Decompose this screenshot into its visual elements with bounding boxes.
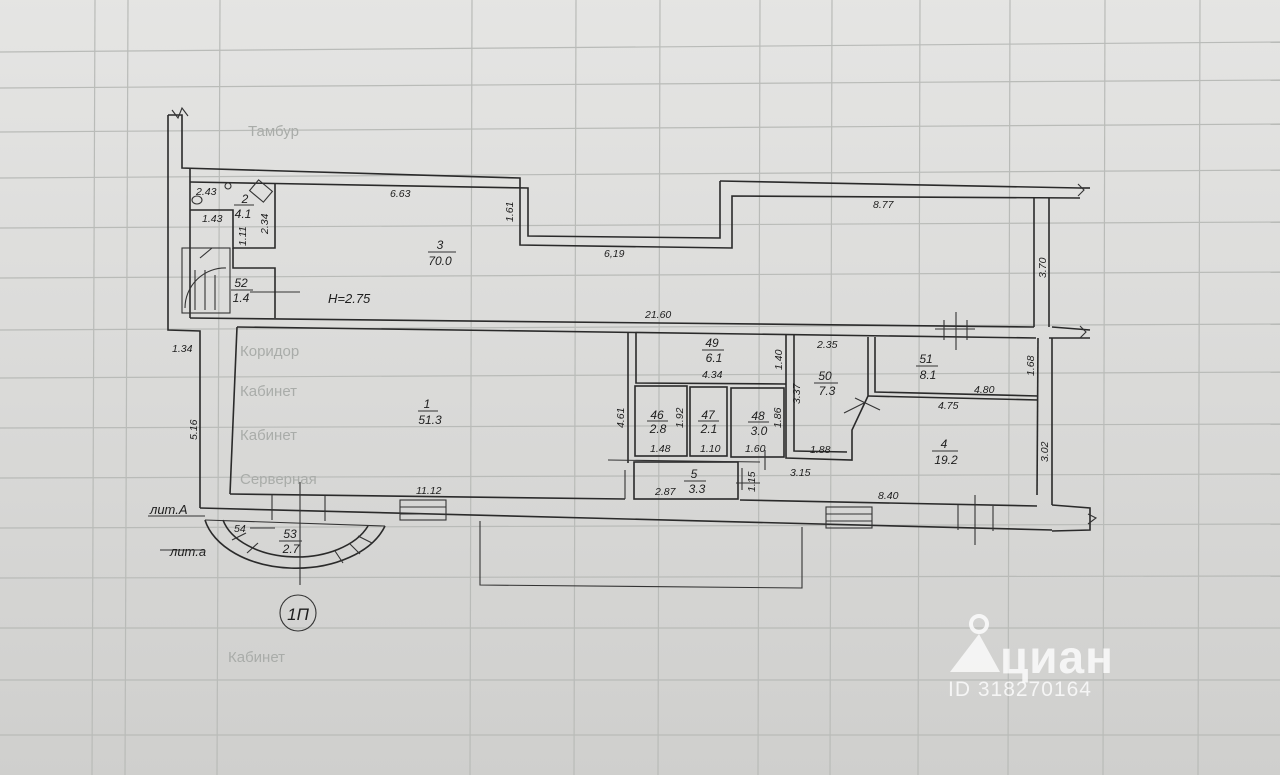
dim-1-61: 1.61 bbox=[504, 202, 516, 222]
dim-1-88: 1.88 bbox=[810, 444, 831, 456]
room-5-area: 3.3 bbox=[689, 482, 706, 496]
lit-A-label: лит.А bbox=[149, 502, 188, 517]
dim-3-37: 3.37 bbox=[791, 382, 803, 404]
dim-1-48: 1.48 bbox=[650, 443, 671, 455]
room-5-number: 5 bbox=[691, 467, 698, 481]
room-2-area: 4.1 bbox=[235, 207, 252, 221]
lit-a-label: лит.а bbox=[169, 544, 206, 559]
background-text: Тамбур Коридор Кабинет Кабинет Серверная… bbox=[228, 123, 317, 666]
dim-1-86: 1.86 bbox=[772, 407, 784, 428]
dim-3-02: 3.02 bbox=[1039, 441, 1051, 462]
room-49-number: 49 bbox=[705, 336, 719, 350]
dim-1-10: 1.10 bbox=[700, 443, 721, 455]
bg-text-1: Тамбур bbox=[248, 123, 299, 140]
dim-1-60: 1.60 bbox=[745, 443, 766, 455]
wc-stair-block bbox=[181, 179, 276, 318]
dim-4-80: 4.80 bbox=[974, 384, 995, 396]
dim-8-40: 8.40 bbox=[878, 490, 899, 502]
floor-marker-circle bbox=[279, 594, 317, 632]
interior-partitions bbox=[607, 332, 1039, 500]
bg-text-4: Кабинет bbox=[240, 427, 297, 444]
bg-text-5: Серверная bbox=[240, 471, 317, 488]
room-48-area: 3.0 bbox=[751, 424, 768, 438]
room-53-number: 53 bbox=[283, 527, 297, 541]
dim-21-60: 21.60 bbox=[644, 309, 671, 321]
room-52-area: 1.4 bbox=[233, 291, 250, 305]
cian-logo-icon bbox=[950, 614, 1000, 672]
room-4-area: 19.2 bbox=[934, 453, 958, 467]
room-51-number: 51 bbox=[919, 352, 932, 366]
room-1-number: 1 bbox=[424, 397, 431, 411]
room-3-area: 70.0 bbox=[428, 254, 452, 268]
room-46-number: 46 bbox=[650, 408, 664, 422]
dim-2-34: 2.34 bbox=[259, 213, 271, 235]
room-51-area: 8.1 bbox=[920, 368, 937, 382]
bg-text-2: Коридор bbox=[240, 343, 299, 360]
room-49-area: 6.1 bbox=[706, 351, 723, 365]
dim-1-92: 1.92 bbox=[674, 407, 686, 428]
room-53-area: 2.7 bbox=[282, 542, 301, 556]
bg-text-6: Кабинет bbox=[228, 649, 285, 666]
room-2-number: 2 bbox=[241, 192, 249, 206]
dim-3-15: 3.15 bbox=[790, 467, 811, 479]
room-48-number: 48 bbox=[751, 409, 765, 423]
dim-6-19: 6,19 bbox=[604, 248, 625, 260]
height-label: H=2.75 bbox=[328, 291, 371, 306]
watermark: циан ID 318270164 bbox=[948, 612, 1178, 707]
watermark-id: ID 318270164 bbox=[948, 678, 1092, 701]
dim-1-11: 1.11 bbox=[237, 226, 249, 246]
dim-2-43: 2.43 bbox=[195, 186, 217, 198]
dim-4-61: 4.61 bbox=[615, 408, 627, 428]
room-1-area: 51.3 bbox=[418, 413, 442, 427]
dim-5-16: 5.16 bbox=[188, 419, 200, 440]
walls bbox=[167, 114, 1091, 589]
room-46-area: 2.8 bbox=[649, 422, 667, 436]
dim-4-75: 4.75 bbox=[938, 400, 959, 412]
dim-8-77: 8.77 bbox=[873, 199, 895, 211]
break-marks bbox=[171, 106, 1098, 525]
dim-1-43: 1.43 bbox=[202, 213, 223, 225]
dim-2-87: 2.87 bbox=[654, 486, 677, 498]
floor-marker-label: 1П bbox=[287, 605, 309, 624]
dim-6-63: 6.63 bbox=[390, 188, 411, 200]
dim-2-35: 2.35 bbox=[816, 339, 838, 351]
dim-1-40: 1.40 bbox=[773, 349, 785, 370]
room-4-number: 4 bbox=[941, 437, 948, 451]
room-47-number: 47 bbox=[701, 408, 716, 422]
room-labels: 1 51.3 2 4.1 3 70.0 4 19.2 5 3.3 46 2.8 … bbox=[231, 192, 958, 556]
entrance-porch bbox=[148, 515, 386, 632]
dimension-labels: 2.43 1.43 1.11 2.34 6.63 1.61 6,19 8.77 … bbox=[149, 186, 1051, 624]
room-50-area: 7.3 bbox=[819, 384, 836, 398]
bg-text-3: Кабинет bbox=[240, 383, 297, 400]
room-50-number: 50 bbox=[818, 369, 832, 383]
room-52-number: 52 bbox=[234, 276, 248, 290]
dim-1-68: 1.68 bbox=[1025, 355, 1037, 376]
dim-54: 54 bbox=[234, 523, 246, 535]
dim-4-34: 4.34 bbox=[702, 369, 723, 381]
dim-1-15: 1.15 bbox=[746, 471, 758, 492]
room-3-number: 3 bbox=[437, 238, 444, 252]
dim-3-70: 3.70 bbox=[1037, 257, 1049, 278]
dim-1-34: 1.34 bbox=[172, 343, 193, 355]
dim-11-12: 11.12 bbox=[416, 485, 442, 497]
watermark-brand: циан bbox=[1000, 631, 1114, 683]
room-47-area: 2.1 bbox=[700, 422, 718, 436]
